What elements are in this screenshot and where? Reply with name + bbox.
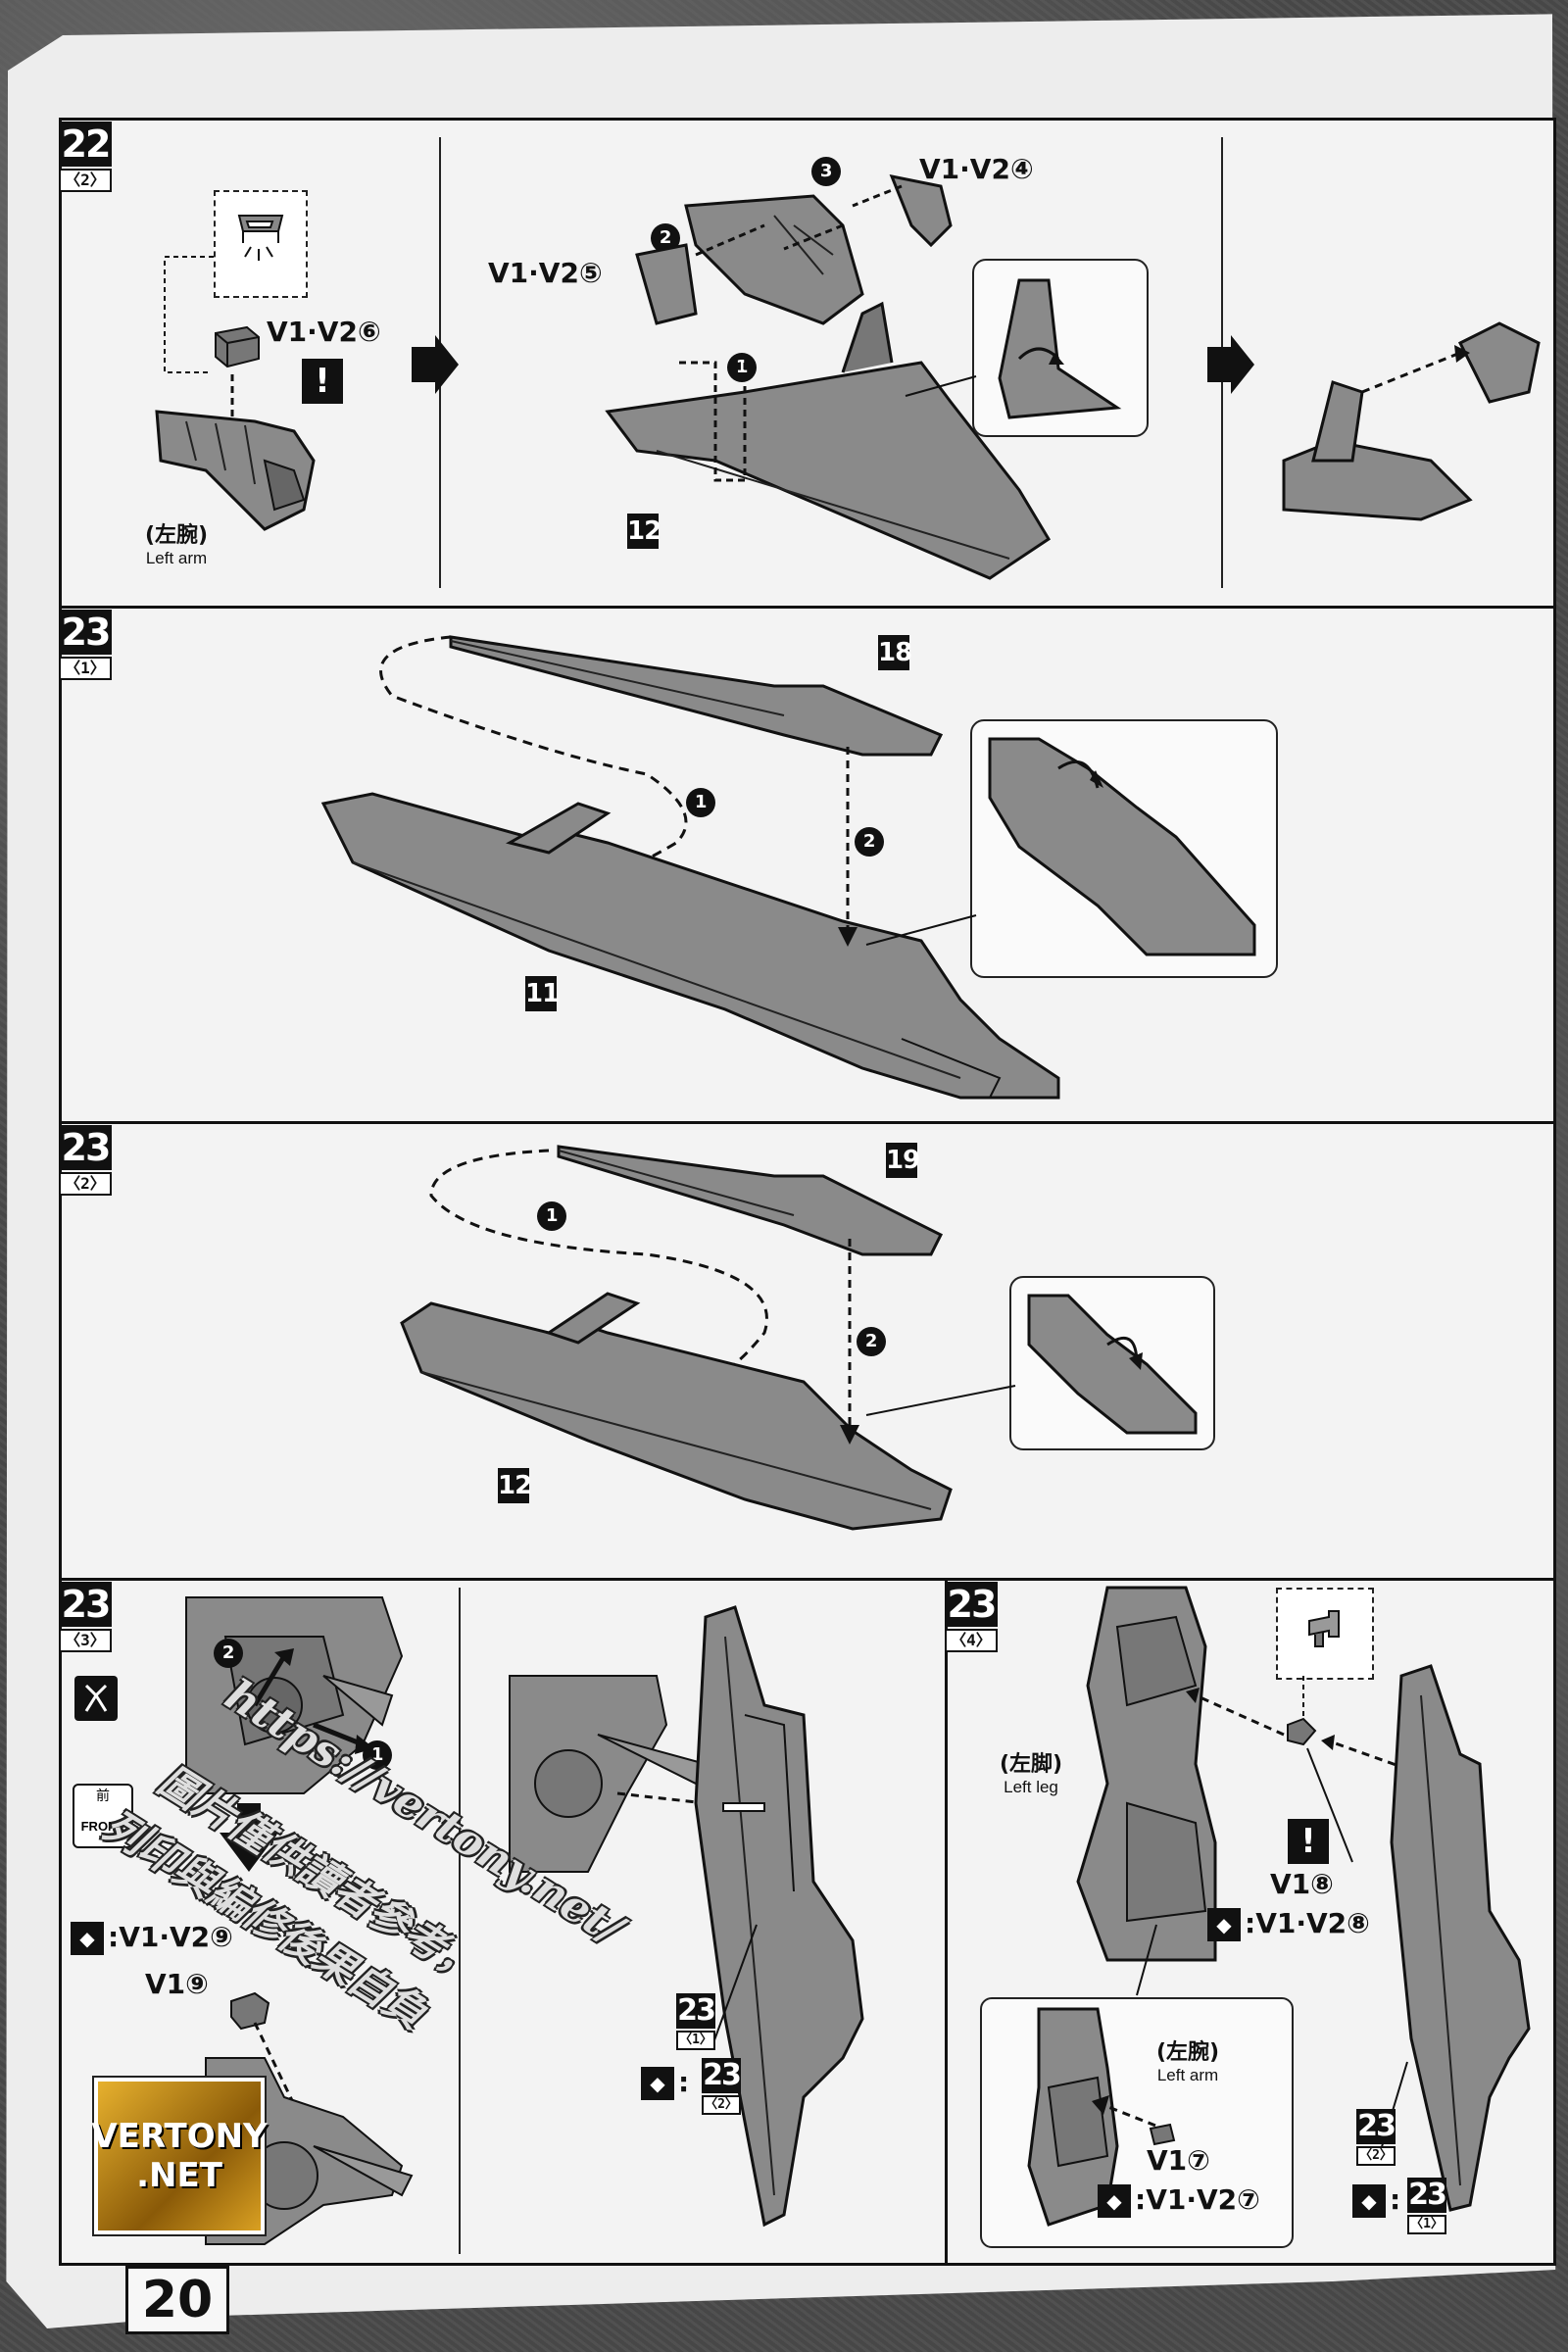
callout-line xyxy=(905,375,977,397)
insert-arrow xyxy=(838,747,858,947)
callout-line xyxy=(710,1924,758,2049)
step-number: 23 xyxy=(59,610,112,655)
part-label-v1v2-5: V1·V2⑤ xyxy=(488,257,603,289)
insert-arrow xyxy=(1092,2095,1176,2146)
callout-line xyxy=(865,914,977,946)
down-arrow xyxy=(220,1803,278,1872)
callout-line xyxy=(1136,1924,1157,1996)
callout-line xyxy=(1306,1747,1353,1863)
page-number: 20 xyxy=(125,2266,229,2334)
step-number: 22 xyxy=(59,122,112,167)
caution-icon: ! xyxy=(1288,1819,1329,1864)
detail-inset-illustration xyxy=(1027,1294,1198,1435)
reference-step-sub: 〈2〉 xyxy=(702,2095,741,2115)
swap-icon: ◆ xyxy=(641,2067,674,2100)
sheath-part-12-illustration xyxy=(400,1292,953,1531)
sword-hilt-parts xyxy=(605,173,1052,580)
insert-arrow xyxy=(840,1239,859,1445)
left-arm-illustration xyxy=(155,410,316,531)
reference-step-num: 23 xyxy=(1407,2178,1447,2213)
flip-tool-icon xyxy=(74,1676,118,1721)
part-detail-box xyxy=(214,190,308,298)
blade-part-18: 18 xyxy=(878,635,912,670)
next-step-arrow xyxy=(412,335,459,394)
left-leg-jp: (左脚) xyxy=(999,1752,1063,1777)
step-sub-number: 〈2〉 xyxy=(59,169,112,192)
reference-step-sub: 〈1〉 xyxy=(1407,2215,1446,2234)
sheath-part-11-illustration xyxy=(320,792,1060,1100)
swap-icon: ◆ xyxy=(1098,2184,1131,2218)
part-label-v1-9: V1⑨ xyxy=(145,1968,209,2000)
reference-step-sub: 〈1〉 xyxy=(676,2031,715,2050)
vertony-logo: VERTONY .NET xyxy=(91,2078,268,2234)
step-number: 23 xyxy=(59,1125,112,1170)
runner-part-12: 12 xyxy=(627,514,662,549)
caution-icon: ! xyxy=(302,359,343,404)
logo-line1: VERTONY xyxy=(91,2117,268,2156)
step-number: 23 xyxy=(945,1582,998,1627)
reference-step-num: 23 xyxy=(1356,2109,1396,2144)
left-arm-caption: (左腕) Left arm xyxy=(1137,2034,1239,2085)
detail-inset-illustration xyxy=(998,278,1122,419)
swap-label-v1v2-8: ◆:V1·V2⑧ xyxy=(1207,1907,1370,1941)
reference-step-num: 23 xyxy=(676,1993,716,2029)
step-sub-number: 〈4〉 xyxy=(945,1629,998,1652)
callout-line xyxy=(865,1385,1016,1416)
left-leg-caption: (左脚) Left leg xyxy=(980,1746,1082,1797)
part-detail-box xyxy=(1276,1588,1374,1680)
peg-part-icon xyxy=(1308,1610,1340,1647)
sheath-part-12: 12 xyxy=(498,1468,532,1503)
left-arm-illustration xyxy=(1027,2007,1119,2227)
logo-line2: .NET xyxy=(136,2156,222,2195)
swap-reference: ◆: xyxy=(641,2066,689,2100)
swap-reference: ◆: xyxy=(1352,2183,1400,2218)
left-leg-en: Left leg xyxy=(1004,1778,1058,1796)
sword-blade-19 xyxy=(557,1145,944,1256)
swap-icon: ◆ xyxy=(1352,2184,1386,2218)
sheath-part-11: 11 xyxy=(525,976,560,1011)
connector-arrows xyxy=(1186,1688,1422,1776)
step-sub-number: 〈2〉 xyxy=(59,1172,112,1196)
reference-step-sub: 〈2〉 xyxy=(1356,2146,1396,2166)
front-direction-icon: 前 FRONT xyxy=(73,1784,133,1848)
front-en: FRONT xyxy=(80,1819,125,1834)
arm-detail-inset xyxy=(980,1997,1294,2248)
dashed-leader xyxy=(164,256,214,373)
swap-label-v1v2-7: ◆:V1·V2⑦ xyxy=(1098,2183,1260,2218)
step-sub-number: 〈1〉 xyxy=(59,657,112,680)
part-detail-icon xyxy=(237,215,284,261)
small-part-icon xyxy=(215,325,260,368)
leg-illustration xyxy=(1076,1586,1217,1962)
reference-step-num: 23 xyxy=(702,2058,742,2093)
detail-inset-illustration xyxy=(988,737,1256,956)
left-arm-en: Left arm xyxy=(145,549,208,567)
left-arm-en: Left arm xyxy=(1156,2066,1219,2084)
part-label-v1-7: V1⑦ xyxy=(1147,2144,1210,2177)
part-label-v1-8: V1⑧ xyxy=(1270,1868,1334,1900)
part-label-v1v2-6: V1·V2⑥ xyxy=(267,316,381,348)
step-sub-number: 〈3〉 xyxy=(59,1629,112,1652)
small-part-icon xyxy=(230,1991,270,2031)
swap-label-v1v2-9: ◆:V1·V2⑨ xyxy=(71,1921,233,1955)
torso-with-sword-illustration xyxy=(509,1675,708,1873)
part-label-v1v2-4: V1·V2④ xyxy=(919,153,1034,185)
next-step-arrow xyxy=(1207,335,1254,394)
front-jp: 前 xyxy=(96,1788,110,1804)
assembly-result-illustration xyxy=(1282,321,1541,521)
long-sword-sheath xyxy=(1390,1664,1531,2212)
swap-icon: ◆ xyxy=(71,1922,104,1955)
blade-part-19: 19 xyxy=(886,1143,920,1178)
left-arm-jp: (左腕) xyxy=(1155,2040,1220,2065)
step-number: 23 xyxy=(59,1582,112,1627)
left-arm-caption: (左腕) Left arm xyxy=(127,517,225,568)
left-arm-jp: (左腕) xyxy=(144,523,209,548)
swap-icon: ◆ xyxy=(1207,1908,1241,1941)
divider xyxy=(459,1588,461,2254)
removal-arrows xyxy=(252,1648,374,1754)
sword-blade-18 xyxy=(449,635,944,757)
